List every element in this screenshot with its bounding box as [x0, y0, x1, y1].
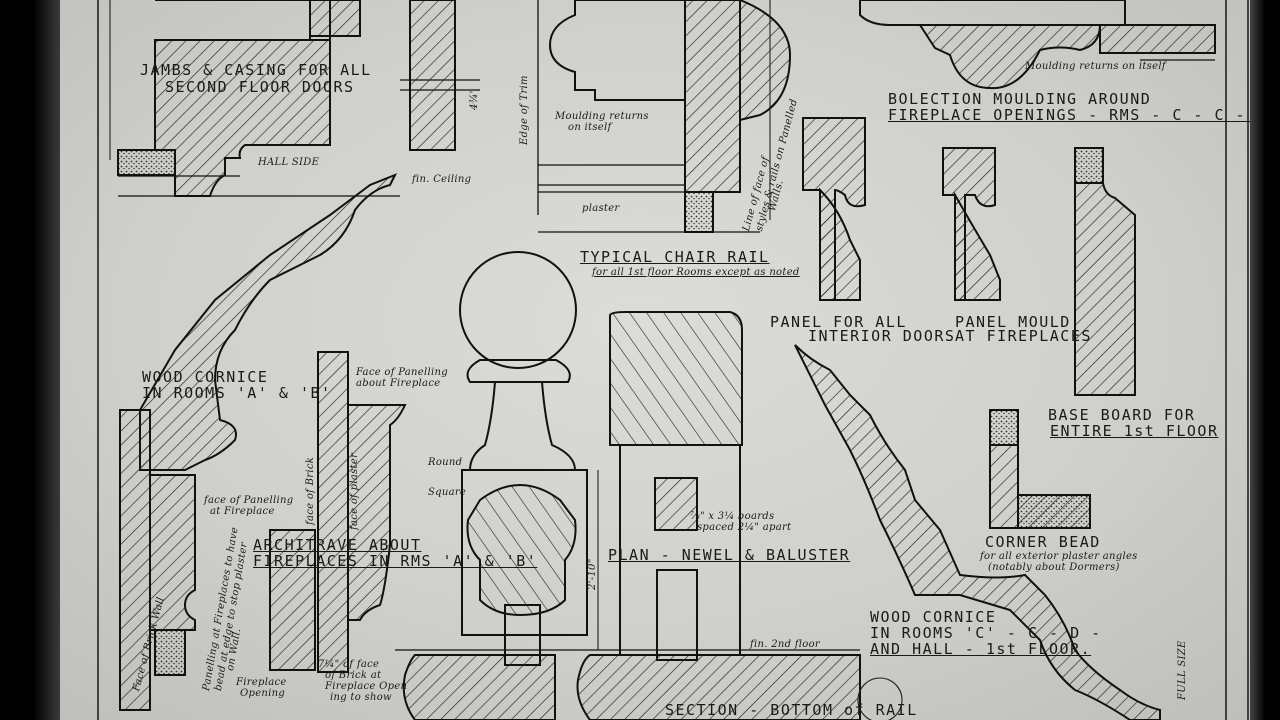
chair-rail-section — [537, 0, 792, 233]
brick-face-l1: 7¼" of face — [318, 659, 380, 670]
bottom-rail — [395, 649, 861, 720]
panel-mould-l2: AT FIREPLACES — [955, 327, 1092, 345]
hall-side-label: HALL SIDE — [258, 157, 320, 168]
plan-newel-title: PLAN - NEWEL & BALUSTER — [608, 546, 851, 564]
fireplace-opening-l2: Opening — [240, 688, 286, 699]
panel-mould-l1: PANEL MOULD — [955, 313, 1071, 331]
bolection-moulding — [859, 0, 1216, 90]
moulding-returns-l2: on itself — [568, 122, 612, 133]
chair-rail-subtitle: for all 1st floor Rooms except as noted — [592, 267, 800, 278]
panel-doors-l2: INTERIOR DOORS — [808, 327, 956, 345]
dim-434: 4¾" — [469, 88, 480, 110]
wood-cornice-ab-l1: WOOD CORNICE — [142, 368, 269, 386]
jambs-title-line2: SECOND FLOOR DOORS — [165, 78, 355, 96]
brick-face-l3: Fireplace Open — [325, 681, 408, 692]
face-brick-label: face of Brick — [305, 456, 316, 525]
square-label: Square — [428, 487, 467, 498]
wood-cornice-ab-l2: IN ROOMS 'A' & 'B' — [142, 384, 332, 402]
boards-l1: ⅞" x 3¼ boards — [690, 511, 775, 522]
panel-doors-l1: PANEL FOR ALL — [770, 313, 907, 331]
wood-cornice-ccd-l2: IN ROOMS 'C' - C - D - — [870, 624, 1102, 642]
boards-l2: spaced 2¼" apart — [697, 522, 792, 533]
corner-bead — [989, 409, 1091, 529]
dim-210: 2'-10" — [587, 558, 598, 590]
plaster-label: plaster — [582, 203, 620, 214]
face-panelling-at-l2: at Fireplace — [210, 506, 275, 517]
jambs-casing-section — [117, 0, 480, 197]
panelling-lower-left — [119, 409, 316, 711]
face-panelling-fp-l1: Face of Panelling — [356, 367, 448, 378]
baluster-plan — [609, 311, 743, 661]
base-board — [1074, 147, 1136, 396]
scale-mark: FULL SIZE — [1177, 640, 1188, 700]
brick-face-l2: of Brick at — [325, 670, 382, 681]
wood-cornice-ccd — [794, 344, 1161, 720]
face-plaster-label: face of plaster — [349, 452, 360, 530]
architrave-section — [317, 351, 407, 673]
bolection-title-l1: BOLECTION MOULDING AROUND — [888, 90, 1152, 108]
base-board-l2: ENTIRE 1st FLOOR — [1050, 422, 1219, 440]
corner-bead-title: CORNER BEAD — [985, 533, 1101, 551]
base-board-l1: BASE BOARD FOR — [1048, 406, 1196, 424]
newel-post — [459, 251, 588, 666]
wood-cornice-ccd-l3: AND HALL - 1st FLOOR. — [870, 640, 1092, 658]
face-panelling-at-l1: face of Panelling — [204, 495, 294, 506]
face-panelling-fp-l2: about Fireplace — [356, 378, 441, 389]
wood-cornice-ccd-l1: WOOD CORNICE — [870, 608, 997, 626]
edge-of-trim-label: Edge of Trim — [519, 75, 530, 145]
corner-bead-l1: for all exterior plaster angles — [980, 551, 1138, 562]
fireplace-opening-l1: Fireplace — [236, 677, 287, 688]
architrave-title-l2: FIREPLACES IN RMS 'A' & 'B' — [253, 552, 538, 570]
moulding-returns-l1: Moulding returns — [555, 111, 649, 122]
panel-interior-doors — [802, 117, 1001, 301]
round-label: Round — [428, 457, 463, 468]
bolection-title-l2: FIREPLACE OPENINGS - RMS - C - C - D - — [888, 106, 1280, 124]
architrave-title-l1: ARCHITRAVE ABOUT — [253, 536, 422, 554]
brick-face-l4: ing to show — [330, 692, 392, 703]
bolection-returns-label: Moulding returns on itself — [1025, 61, 1166, 72]
corner-bead-l2: (notably about Dormers) — [988, 562, 1120, 573]
fin-ceiling-label: fin. Ceiling — [412, 174, 472, 185]
fin-2nd-floor-label: fin. 2nd floor — [750, 639, 821, 650]
wood-cornice-ab — [139, 173, 398, 471]
chair-rail-title: TYPICAL CHAIR RAIL — [580, 248, 770, 266]
jambs-title-line1: JAMBS & CASING FOR ALL — [140, 61, 372, 79]
section-bottom-title: SECTION - BOTTOM of RAIL — [665, 701, 918, 719]
